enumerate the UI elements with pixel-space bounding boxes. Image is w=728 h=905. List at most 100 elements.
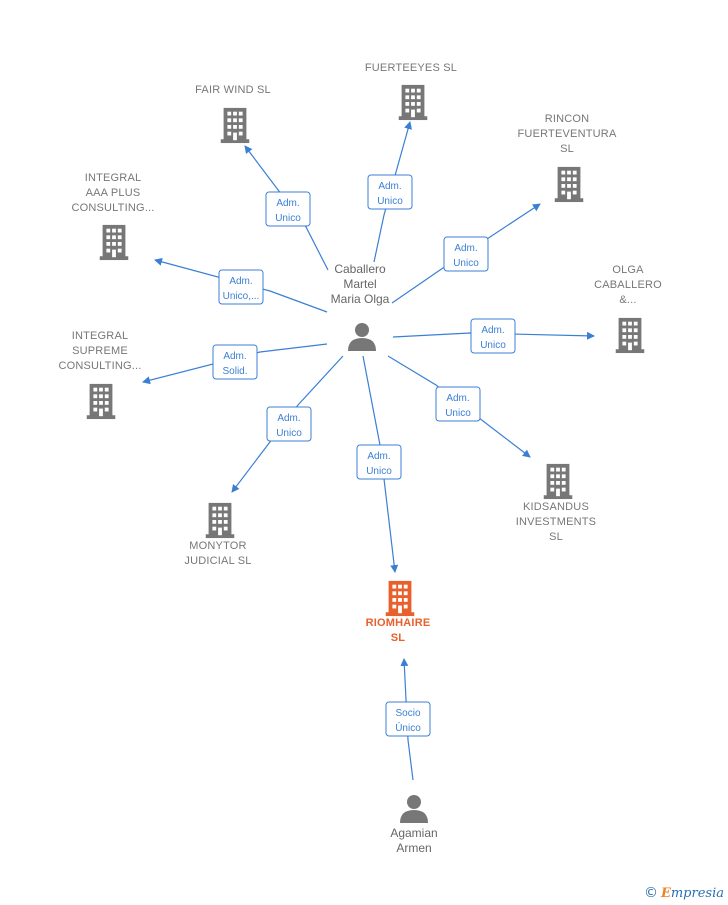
person-name: Armen: [396, 841, 431, 855]
edge-label-text: Unico,...: [223, 291, 260, 302]
company-name: RIOMHAIRE: [366, 617, 431, 629]
edge-label-text: Adm.: [454, 243, 477, 254]
company-name: SL: [391, 632, 406, 644]
company-name: SL: [549, 531, 563, 543]
edge-label-text: Adm.: [378, 181, 401, 192]
company-node-olga[interactable]: OLGA CABALLERO &...: [594, 264, 662, 354]
edge-label-box[interactable]: [218, 269, 264, 305]
edge-label-box[interactable]: [443, 236, 489, 272]
edge-label-text: Adm.: [446, 393, 469, 404]
company-node-integral-aaa[interactable]: INTEGRAL AAA PLUS CONSULTING...: [71, 172, 154, 261]
edge-caballero-integral-aaa: Adm. Unico,...: [154, 257, 328, 313]
company-name: SL: [560, 143, 574, 155]
edge-caballero-kidsandus: Adm. Unico: [387, 355, 531, 458]
edge-line: [400, 658, 414, 781]
edge-label-box[interactable]: [385, 701, 431, 737]
company-name: MONYTOR: [189, 540, 246, 552]
edge-line: [387, 355, 531, 458]
company-node-monytor[interactable]: MONYTOR JUDICIAL SL: [184, 502, 251, 567]
company-name: INVESTMENTS: [516, 516, 596, 528]
edge-line: [231, 355, 344, 493]
edge-caballero-rincon: Adm. Unico: [391, 203, 541, 304]
company-name: RINCON: [545, 113, 590, 125]
company-node-riomhaire[interactable]: RIOMHAIRE SL: [366, 580, 431, 644]
edge-label-text: Unico: [275, 213, 301, 224]
edge-caballero-fuerteeyes: Adm. Unico: [367, 121, 413, 263]
edge-label-box[interactable]: [265, 191, 311, 227]
edge-label-text: Socio: [395, 708, 420, 719]
edge-label-text: Adm.: [367, 451, 390, 462]
company-node-fairwind[interactable]: FAIR WIND SL: [195, 84, 271, 144]
company-node-fuerteeyes[interactable]: FUERTEEYES SL: [365, 62, 457, 121]
company-name: FAIR WIND SL: [195, 84, 271, 96]
edge-caballero-integral-supreme: Adm. Solid.: [142, 343, 328, 385]
building-icon: [220, 107, 250, 144]
edge-line: [142, 343, 328, 385]
edge-line: [244, 145, 329, 271]
company-node-rincon[interactable]: RINCON FUERTEVENTURA SL: [518, 113, 617, 203]
edge-line: [154, 257, 328, 313]
person-icon: [400, 795, 428, 823]
company-name: INTEGRAL: [72, 330, 129, 342]
edge-label-text: Adm.: [481, 325, 504, 336]
edge-label-text: Adm.: [229, 276, 252, 287]
edge-label-text: Adm.: [277, 413, 300, 424]
company-name: SUPREME: [72, 345, 128, 357]
edge-label-text: Unico: [445, 408, 471, 419]
company-name: CABALLERO: [594, 279, 662, 291]
person-name: Caballero: [334, 262, 386, 276]
company-name: AAA PLUS: [86, 187, 141, 199]
edge-label-box[interactable]: [470, 318, 516, 354]
person-icon: [348, 323, 376, 351]
edge-label-text: Único: [395, 721, 421, 734]
edge-line: [391, 203, 541, 304]
company-node-kidsandus[interactable]: KIDSANDUS INVESTMENTS SL: [516, 463, 596, 543]
edge-label-box[interactable]: [367, 174, 413, 210]
building-icon: [385, 580, 415, 617]
person-name: Maria Olga: [331, 292, 390, 306]
company-name: CONSULTING...: [71, 202, 154, 214]
company-name: CONSULTING...: [58, 360, 141, 372]
edge-caballero-riomhaire: Adm. Unico: [356, 355, 402, 573]
edge-label-box[interactable]: [266, 406, 312, 442]
edge-label-text: Unico: [480, 340, 506, 351]
company-name: JUDICIAL SL: [184, 555, 251, 567]
person-name: Martel: [343, 277, 376, 291]
building-icon: [543, 463, 573, 500]
person-name: Agamian: [390, 826, 437, 840]
brand-logo: ©Empresia: [643, 885, 724, 901]
edge-label-text: Adm.: [276, 198, 299, 209]
edge-line: [392, 331, 595, 340]
edge-caballero-fairwind: Adm. Unico: [244, 145, 329, 271]
edge-label-text: Adm.: [223, 351, 246, 362]
edge-label-box[interactable]: [212, 344, 258, 380]
edge-label-text: Unico: [366, 466, 392, 477]
company-name: INTEGRAL: [85, 172, 142, 184]
edge-label-box[interactable]: [356, 444, 402, 480]
building-icon: [205, 502, 235, 539]
edge-caballero-monytor: Adm. Unico: [231, 355, 344, 493]
building-icon: [398, 84, 428, 121]
edge-line: [373, 121, 412, 263]
edge-label-box[interactable]: [435, 386, 481, 422]
building-icon: [99, 224, 129, 261]
company-name: KIDSANDUS: [523, 501, 589, 513]
edge-label-text: Unico: [453, 258, 479, 269]
edge-caballero-olga: Adm. Unico: [392, 318, 595, 354]
building-icon: [615, 317, 645, 354]
company-node-integral-supreme[interactable]: INTEGRAL SUPREME CONSULTING...: [58, 330, 141, 420]
copyright-icon: ©: [643, 885, 658, 901]
company-name: &...: [619, 294, 636, 306]
building-icon: [86, 383, 116, 420]
edge-label-text: Unico: [377, 196, 403, 207]
company-name: FUERTEVENTURA: [518, 128, 617, 140]
building-icon: [554, 166, 584, 203]
edge-label-text: Solid.: [222, 366, 247, 377]
edge-label-text: Unico: [276, 428, 302, 439]
company-name: OLGA: [612, 264, 644, 276]
company-name: FUERTEEYES SL: [365, 62, 457, 74]
